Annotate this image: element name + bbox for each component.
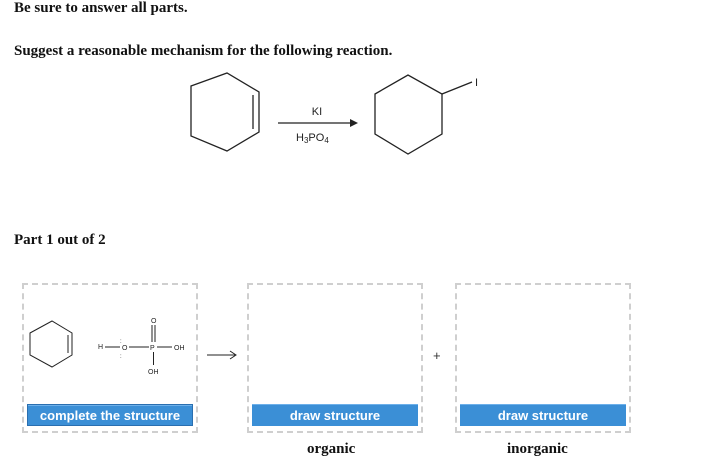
iodine-atom-label: I — [475, 77, 478, 89]
draw-structure-organic-button[interactable]: draw structure — [252, 404, 418, 426]
structure-box-reactants[interactable]: H O : : P OH O OH complete the structure — [22, 283, 198, 433]
svg-text:O: O — [122, 345, 128, 352]
reagent-ki: KI — [312, 106, 322, 118]
svg-text:OH: OH — [174, 345, 185, 352]
svg-text::: : — [120, 354, 122, 360]
svg-text:P: P — [150, 345, 155, 352]
svg-text:OH: OH — [148, 369, 159, 376]
structure-box-organic[interactable]: draw structure — [247, 283, 423, 433]
phosphoric-acid-structure: H O : : P OH O OH — [98, 318, 185, 376]
complete-structure-button[interactable]: complete the structure — [27, 404, 193, 426]
svg-text:O: O — [151, 318, 157, 325]
cyclohexene-structure — [190, 72, 260, 152]
svg-text::: : — [120, 339, 122, 345]
reagent-h3po4: H3PO4 — [296, 132, 329, 145]
svg-text:H: H — [98, 344, 103, 351]
plus-sign: + — [433, 348, 441, 363]
iodocyclohexane-structure — [374, 74, 473, 155]
reactant-structures: H O : : P OH O OH — [29, 318, 185, 376]
question-text: Suggest a reasonable mechanism for the f… — [14, 43, 393, 59]
reaction-scheme: KI H3PO4 I — [190, 72, 478, 155]
draw-structure-inorganic-button[interactable]: draw structure — [460, 404, 626, 426]
inorganic-label: inorganic — [507, 441, 568, 457]
mechanism-arrow — [207, 350, 237, 360]
instructions-text: Be sure to answer all parts. — [14, 0, 188, 16]
cyclohexene-small — [29, 320, 73, 368]
structure-box-inorganic[interactable]: draw structure — [455, 283, 631, 433]
organic-label: organic — [307, 441, 356, 457]
part-label: Part 1 out of 2 — [14, 232, 106, 248]
